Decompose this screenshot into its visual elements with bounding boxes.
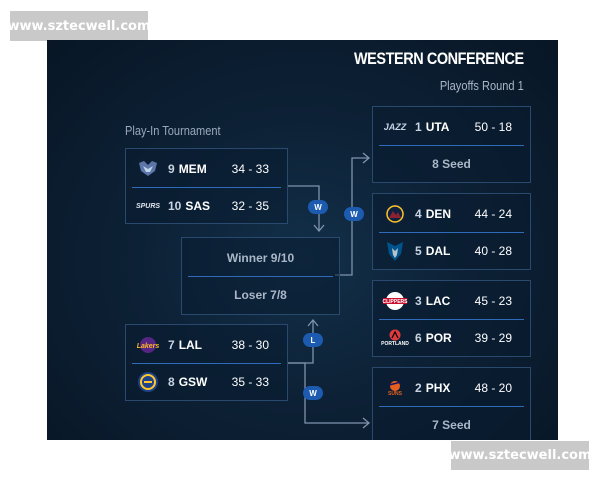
divider <box>379 145 524 146</box>
divider <box>132 187 281 188</box>
team-record: 35 - 33 <box>231 375 269 389</box>
spurs-logo-icon: SPURS <box>135 202 161 210</box>
playin-middle-box[interactable]: Winner 9/10 Loser 7/8 <box>181 237 340 315</box>
series-uta[interactable]: JAZZ 1 UTA 50 - 18 8 Seed <box>372 106 531 183</box>
team-abbr: UTA <box>425 120 450 134</box>
winner-row[interactable]: Winner 9/10 <box>182 240 339 276</box>
team-abbr: GSW <box>178 375 208 389</box>
team-row-por[interactable]: PORTLAND 6 POR 39 - 29 <box>373 320 530 356</box>
win-badge: W <box>303 386 323 400</box>
team-record: 45 - 23 <box>474 294 512 308</box>
seed-placeholder: 8 Seed <box>432 157 471 171</box>
team-record: 39 - 29 <box>474 331 512 345</box>
playin-title: Play-In Tournament <box>125 123 221 138</box>
team-row-lal[interactable]: Lakers 7 LAL 38 - 30 <box>126 327 287 363</box>
series-den-dal[interactable]: 4 DEN 44 - 24 5 DAL 40 - 28 <box>372 193 531 270</box>
team-row-uta[interactable]: JAZZ 1 UTA 50 - 18 <box>373 109 530 145</box>
team-row-phx[interactable]: SUNS 2 PHX 48 - 20 <box>373 370 530 406</box>
svg-text:Lakers: Lakers <box>137 343 160 350</box>
seed: 1 <box>415 120 422 134</box>
seed: 3 <box>415 294 422 308</box>
loss-badge: L <box>303 333 323 347</box>
seed: 10 <box>168 199 182 213</box>
conference-title: WESTERN CONFERENCE <box>354 49 524 68</box>
team-abbr: LAC <box>425 294 451 308</box>
playin-game-2[interactable]: Lakers 7 LAL 38 - 30 8 GSW 35 - 33 <box>125 324 288 401</box>
seed: 6 <box>415 331 422 345</box>
bracket-panel: WESTERN CONFERENCE Playoffs Round 1 Play… <box>47 40 558 440</box>
loser-label: Loser 7/8 <box>234 288 287 302</box>
team-abbr: PHX <box>425 381 451 395</box>
seed: 9 <box>168 162 175 176</box>
team-row-dal[interactable]: 5 DAL 40 - 28 <box>373 233 530 269</box>
seed: 8 <box>168 375 175 389</box>
watermark-top: www.sztecwell.com <box>7 11 151 41</box>
seed-placeholder-row[interactable]: 8 Seed <box>373 146 530 182</box>
team-row-mem[interactable]: 9 MEM 34 - 33 <box>126 151 287 187</box>
seed: 7 <box>168 338 175 352</box>
divider <box>188 276 333 277</box>
seed: 2 <box>415 381 422 395</box>
team-row-den[interactable]: 4 DEN 44 - 24 <box>373 196 530 232</box>
team-abbr: DEN <box>425 207 452 221</box>
seed: 4 <box>415 207 422 221</box>
playin-game-1[interactable]: 9 MEM 34 - 33 SPURS 10 SAS 32 - 35 <box>125 148 288 224</box>
win-badge: W <box>308 200 328 214</box>
team-record: 44 - 24 <box>474 207 512 221</box>
seed-placeholder-row[interactable]: 7 Seed <box>373 407 530 440</box>
loser-row[interactable]: Loser 7/8 <box>182 277 339 313</box>
team-abbr: POR <box>425 331 452 345</box>
lakers-logo-icon: Lakers <box>134 334 162 356</box>
divider <box>132 363 281 364</box>
team-row-lac[interactable]: CLIPPERS 3 LAC 45 - 23 <box>373 283 530 319</box>
svg-text:CLIPPERS: CLIPPERS <box>382 299 408 305</box>
seed: 5 <box>415 244 422 258</box>
team-abbr: MEM <box>178 162 207 176</box>
team-record: 50 - 18 <box>474 120 512 134</box>
watermark-bottom: www.sztecwell.com <box>448 441 592 470</box>
nuggets-logo-icon <box>381 203 409 225</box>
divider <box>379 319 524 320</box>
series-lac-por[interactable]: CLIPPERS 3 LAC 45 - 23 PORTLAND 6 POR 39… <box>372 280 531 357</box>
team-abbr: LAL <box>178 338 203 352</box>
team-record: 40 - 28 <box>474 244 512 258</box>
mavericks-logo-icon <box>381 240 409 262</box>
warriors-logo-icon <box>134 371 162 393</box>
team-row-gsw[interactable]: 8 GSW 35 - 33 <box>126 364 287 400</box>
grizzlies-logo-icon <box>134 158 162 180</box>
win-badge: W <box>344 207 364 221</box>
team-abbr: DAL <box>425 244 451 258</box>
seed-placeholder: 7 Seed <box>432 418 471 432</box>
team-record: 38 - 30 <box>231 338 269 352</box>
divider <box>379 232 524 233</box>
team-row-sas[interactable]: SPURS 10 SAS 32 - 35 <box>126 188 287 224</box>
series-phx[interactable]: SUNS 2 PHX 48 - 20 7 Seed <box>372 367 531 440</box>
jazz-logo-icon: JAZZ <box>383 122 407 132</box>
suns-logo-icon: SUNS <box>381 377 409 399</box>
clippers-logo-icon: CLIPPERS <box>381 290 409 312</box>
team-record: 34 - 33 <box>231 162 269 176</box>
winner-label: Winner 9/10 <box>226 251 295 265</box>
team-record: 32 - 35 <box>231 199 269 213</box>
team-record: 48 - 20 <box>474 381 512 395</box>
team-abbr: SAS <box>185 199 211 213</box>
round-title: Playoffs Round 1 <box>440 78 524 93</box>
blazers-logo-icon: PORTLAND <box>381 327 409 349</box>
divider <box>379 406 524 407</box>
